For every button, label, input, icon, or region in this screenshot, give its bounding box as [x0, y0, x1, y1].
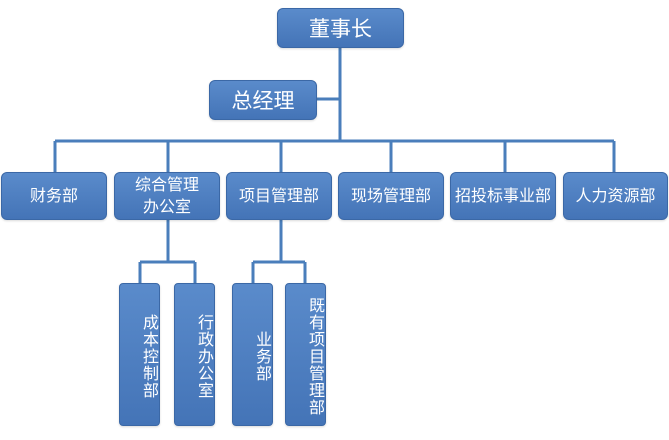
dept-hr-node: 人力资源部: [563, 172, 668, 220]
sub-existing-project-label: 既有项目管理部: [306, 297, 325, 416]
sub-existing-project-node: 既有项目管理部: [285, 283, 326, 426]
sub-admin-office-node: 行政办公室: [174, 283, 215, 426]
dept-site-label: 现场管理部: [350, 186, 431, 205]
dept-project-node: 项目管理部: [226, 172, 332, 220]
dept-office-label: 综合管理 办公室: [134, 175, 199, 216]
dept-finance-label: 财务部: [29, 186, 78, 205]
dept-bidding-node: 招投标事业部: [450, 172, 556, 220]
gm-label: 总经理: [231, 89, 295, 113]
sub-admin-office-label: 行政办公室: [195, 314, 214, 399]
sub-cost-control-label: 成本控制部: [140, 314, 159, 399]
dept-office-node: 综合管理 办公室: [114, 172, 220, 220]
dept-site-node: 现场管理部: [338, 172, 444, 220]
chairman-node: 董事长: [277, 8, 404, 48]
sub-business-node: 业务部: [232, 283, 273, 426]
dept-finance-node: 财务部: [1, 172, 107, 220]
sub-cost-control-node: 成本控制部: [119, 283, 160, 426]
dept-project-label: 项目管理部: [238, 186, 319, 205]
dept-bidding-label: 招投标事业部: [454, 186, 551, 205]
sub-business-label: 业务部: [253, 331, 272, 382]
gm-node: 总经理: [209, 80, 317, 120]
dept-hr-label: 人力资源部: [575, 186, 656, 205]
chairman-label: 董事长: [309, 17, 372, 41]
